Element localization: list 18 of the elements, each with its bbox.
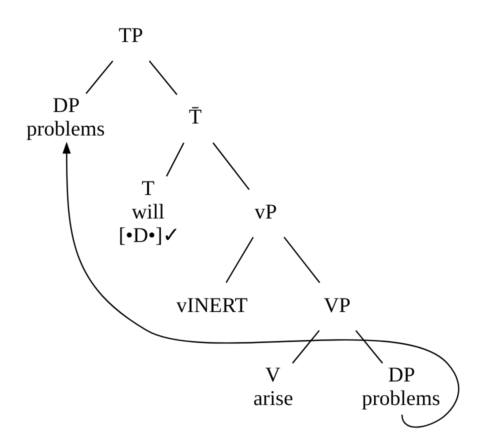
node-text: T̄ xyxy=(188,104,202,129)
arrow xyxy=(62,142,459,428)
connector xyxy=(148,60,177,96)
node-text: V arise xyxy=(252,362,293,410)
node-text: DP problems xyxy=(361,362,440,410)
connector xyxy=(292,330,320,364)
connector xyxy=(165,142,184,177)
connector xyxy=(283,236,320,284)
node-text: DP problems xyxy=(26,92,104,141)
node-text: VP xyxy=(323,292,350,317)
node-text: T will [•D•]✓ xyxy=(118,176,180,248)
connector xyxy=(354,330,383,364)
node-text: vP xyxy=(254,199,276,224)
node-text: TP xyxy=(118,23,143,48)
node-text: vINERT xyxy=(176,292,248,317)
connector xyxy=(225,236,254,283)
connector xyxy=(85,60,113,94)
connector xyxy=(212,142,250,190)
